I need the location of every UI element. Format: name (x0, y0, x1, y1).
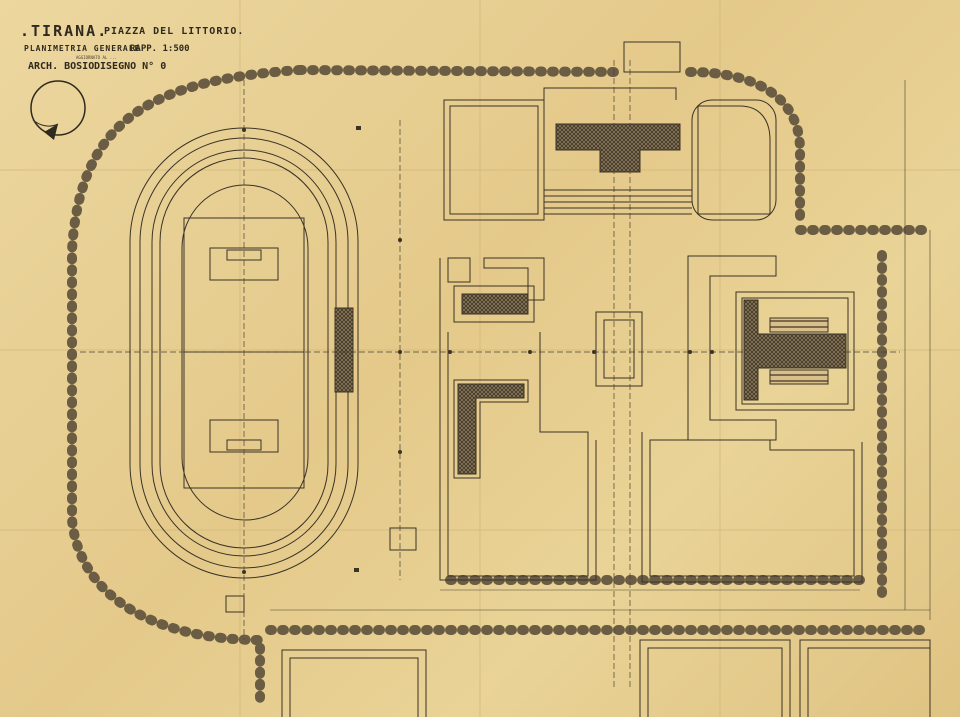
south-buildings (281, 639, 931, 717)
west-building-block (439, 257, 597, 581)
small-note: AGGIORNATO AL ... (76, 55, 117, 60)
survey-markers (242, 126, 714, 574)
central-pavilion (595, 311, 643, 387)
north-building (555, 123, 681, 173)
city-label: .TIRANA. (20, 22, 109, 40)
plan-title: PLANIMETRIA GENERALE (24, 44, 141, 53)
place-label: PIAZZA DEL LITTORIO. (104, 26, 245, 37)
east-building (743, 299, 847, 401)
drawing-number: DISEGNO N° 0 (94, 61, 167, 72)
north-arrow-icon (30, 80, 86, 140)
west-l-building (457, 383, 525, 475)
scale-label: RAPP. 1:500 (130, 44, 190, 54)
architect-label: ARCH. BOSIO (28, 61, 95, 72)
north-building-block (443, 41, 777, 221)
east-building-block (641, 255, 863, 583)
title-block: .TIRANA. PIAZZA DEL LITTORIO. PLANIMETRI… (20, 20, 260, 80)
tree-row-border (67, 65, 305, 705)
dimension-lines (270, 80, 931, 620)
grandstand (334, 307, 354, 393)
